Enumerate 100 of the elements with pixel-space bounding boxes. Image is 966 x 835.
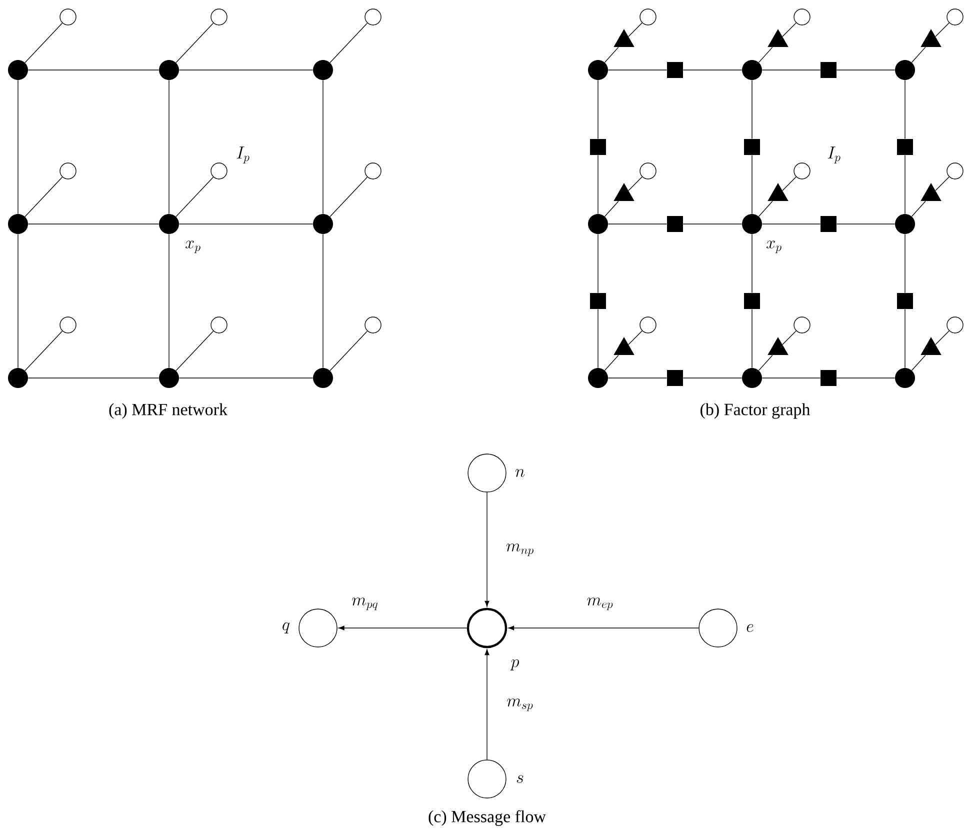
open-circle (210, 8, 228, 26)
node-label: $e$ (746, 624, 754, 632)
filled-dot (742, 368, 762, 388)
factor-triangle (768, 337, 788, 355)
open-circle (640, 162, 656, 180)
connector-line (330, 330, 368, 371)
connector-line (758, 200, 773, 217)
connector-line (168, 80, 170, 214)
factor-triangle (614, 29, 634, 47)
connector-line (935, 330, 950, 345)
open-circle (364, 162, 382, 180)
connector-line (628, 22, 642, 37)
filled-dot (159, 60, 179, 80)
caption: (a) MRF network (109, 403, 228, 419)
filled-dot (588, 214, 608, 234)
factor-square (897, 139, 914, 155)
connector-line (176, 22, 214, 63)
open-circle (640, 316, 656, 334)
connector-line (24, 176, 63, 217)
node-label: $p$ (510, 659, 520, 670)
node-label: $I_p$ (236, 146, 250, 164)
filled-dot (742, 60, 762, 80)
factor-square (820, 216, 837, 232)
connector-line (935, 176, 950, 191)
filled-dot (313, 214, 333, 234)
open-circle (794, 8, 810, 26)
arrow (338, 626, 468, 630)
arrow (484, 492, 490, 607)
edge-label: $m_{ep}$ (586, 596, 614, 612)
connector-line (322, 80, 324, 214)
open-circle (364, 8, 382, 26)
connector-line (330, 176, 368, 217)
filled-dot (895, 214, 916, 234)
connector-line (604, 46, 619, 63)
node-label: $n$ (515, 469, 525, 477)
factor-square (897, 293, 914, 309)
filled-dot (313, 368, 333, 388)
connector-line (758, 354, 773, 371)
factor-square (744, 139, 760, 155)
factor-triangle (920, 337, 942, 355)
factor-triangle (614, 337, 634, 355)
connector-line (330, 22, 368, 63)
connector-line (628, 176, 642, 191)
connector-line (904, 80, 906, 140)
node-label: $s$ (516, 775, 524, 783)
connector-line (628, 330, 642, 345)
open-circle (60, 162, 76, 180)
open-circle (946, 8, 964, 26)
filled-dot (895, 60, 916, 80)
open-circle (794, 316, 810, 334)
filled-dot (8, 60, 28, 80)
filled-dot (588, 368, 608, 388)
edge-label: $m_{sp}$ (506, 698, 534, 712)
factor-square (744, 293, 760, 309)
connector-line (911, 46, 926, 63)
connector-line (911, 200, 926, 217)
factor-triangle (920, 29, 942, 47)
node-label: $I_p$ (828, 146, 840, 164)
factor-square (590, 139, 606, 155)
open-circle (946, 162, 964, 180)
connector-line (782, 330, 796, 345)
factor-square (667, 216, 683, 232)
connector-line (24, 22, 63, 63)
connector-line (904, 308, 906, 368)
filled-dot (313, 60, 333, 80)
connector-line (176, 330, 214, 371)
factor-triangle (768, 29, 788, 47)
open-circle (60, 316, 76, 334)
connector-line (758, 46, 773, 63)
connector-line (904, 154, 906, 214)
factor-square (590, 293, 606, 309)
open-circle (640, 8, 656, 26)
connector-line (782, 176, 796, 191)
open-circle (60, 8, 76, 26)
factor-triangle (768, 183, 788, 201)
connector-line (322, 234, 324, 368)
factor-triangle (614, 183, 634, 201)
open-circle (210, 316, 228, 334)
factor-square (667, 62, 683, 78)
connector-line (604, 354, 619, 371)
open-circle (364, 316, 382, 334)
arrow (484, 649, 490, 760)
connector-line (176, 176, 214, 217)
edge-label: $m_{np}$ (504, 542, 536, 558)
factor-square (820, 62, 837, 78)
edge-label: $m_{pq}$ (350, 596, 380, 612)
node-label: $x_p$ (766, 240, 782, 254)
filled-dot (8, 368, 28, 388)
connector-line (911, 354, 926, 371)
caption: (b) Factor graph (700, 403, 810, 419)
factor-square (820, 370, 837, 386)
factor-square (667, 370, 683, 386)
node-label: $q$ (282, 622, 290, 634)
connector-line (604, 200, 619, 217)
connector-line (904, 234, 906, 294)
connector-line (935, 22, 950, 37)
open-circle (946, 316, 964, 334)
node-label: $x_p$ (185, 240, 200, 254)
connector-line (24, 330, 63, 371)
filled-dot (159, 368, 179, 388)
